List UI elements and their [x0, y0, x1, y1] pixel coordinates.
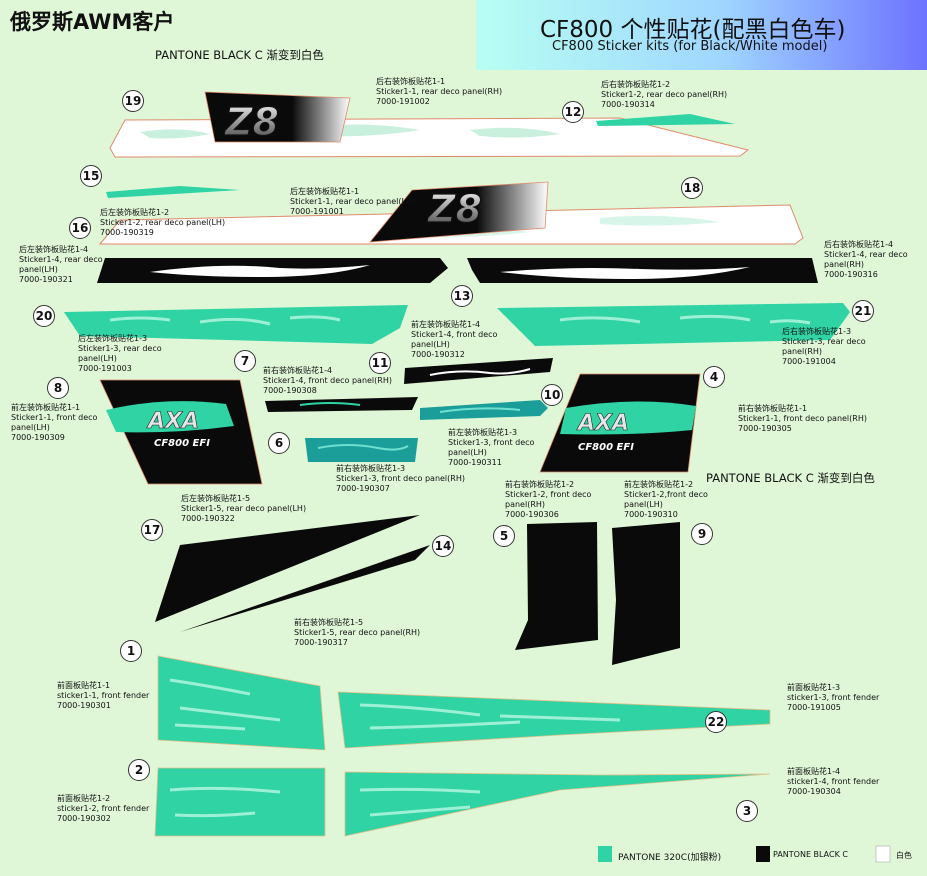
part-number-17: 17: [141, 519, 163, 541]
sticker-14: [180, 545, 430, 632]
part-number-13: 13: [451, 285, 473, 307]
label-fender-1-4: 前面板贴花1-4 sticker1-4, front fender 7000-1…: [787, 767, 880, 796]
sticker-22: [337, 691, 771, 749]
model-logo-right: CF800 EFI: [578, 442, 634, 453]
legend-swatch-white: [875, 845, 891, 863]
label-rear-rh-1-4: 后右装饰板贴花1-4 Sticker1-4, rear deco panel(R…: [824, 240, 908, 279]
part-number-21: 21: [852, 300, 874, 322]
sticker-15: [106, 186, 240, 198]
sticker-2: [154, 767, 326, 837]
sticker-5: [515, 522, 598, 650]
sticker-21: [497, 303, 850, 346]
label-front-lh-1-1: 前左装饰板贴花1-1 Sticker1-1, front deco panel(…: [11, 403, 98, 442]
legend-label-teal: PANTONE 320C(加银粉): [618, 853, 722, 863]
part-number-20: 20: [33, 305, 55, 327]
part-number-22: 22: [705, 711, 727, 733]
axa-logo-right: AXA: [576, 411, 629, 436]
label-rear-rh-1-5: 前右装饰板贴花1-5 Sticker1-5, rear deco panel(R…: [294, 618, 421, 647]
label-front-rh-1-3: 前右装饰板贴花1-3 Sticker1-3, front deco panel(…: [336, 464, 465, 493]
sticker-9: [612, 522, 680, 665]
sticker-3: [344, 771, 771, 837]
gradient-note-right: PANTONE BLACK C 渐变到白色: [706, 471, 875, 485]
axa-logo-left: AXA: [146, 409, 199, 434]
sticker-7: [265, 397, 418, 412]
label-front-lh-1-3: 前左装饰板贴花1-3 Sticker1-3, front deco panel(…: [448, 428, 535, 467]
sticker-18: Z8: [98, 181, 804, 245]
sticker-13-right: [467, 258, 818, 283]
part-number-3: 3: [736, 800, 758, 822]
label-front-lh-1-2: 前左装饰板贴花1-2 Sticker1-2,front deco panel(L…: [624, 480, 708, 519]
label-rear-lh-1-1: 后左装饰板贴花1-1 Sticker1-1, rear deco panel(L…: [290, 187, 416, 216]
label-fender-1-2: 前面板贴花1-2 sticker1-2, front fender 7000-1…: [57, 794, 150, 823]
label-rear-lh-1-5: 后左装饰板贴花1-5 Sticker1-5, rear deco panel(L…: [181, 494, 307, 523]
label-front-rh-1-4: 前右装饰板贴花1-4 Sticker1-4, front deco panel(…: [263, 366, 392, 395]
part-number-1: 1: [120, 640, 142, 662]
sticker-1: [157, 655, 326, 751]
part-number-6: 6: [268, 432, 290, 454]
part-number-15: 15: [80, 165, 102, 187]
sticker-19: Z8: [109, 91, 750, 158]
z8-logo-mid: Z8: [427, 187, 482, 231]
label-rear-lh-1-4: 后左装饰板贴花1-4 Sticker1-4, rear deco panel(L…: [19, 245, 103, 284]
part-number-16: 16: [69, 217, 91, 239]
label-rear-lh-1-2: 后左装饰板贴花1-2 Sticker1-2, rear deco panel(L…: [100, 208, 226, 237]
page-subtitle: CF800 Sticker kits (for Black/White mode…: [552, 39, 828, 54]
label-front-lh-1-4: 前左装饰板贴花1-4 Sticker1-4, front deco panel(…: [411, 320, 498, 359]
part-number-18: 18: [681, 177, 703, 199]
label-rear-lh-1-3: 后左装饰板贴花1-3 Sticker1-3, rear deco panel(L…: [78, 334, 162, 373]
part-number-2: 2: [128, 759, 150, 781]
legend-label-white: 白色: [896, 851, 912, 860]
part-number-14: 14: [432, 535, 454, 557]
sticker-13-left: [97, 258, 448, 283]
label-front-rh-1-1: 前右装饰板贴花1-1 Sticker1-1, front deco panel(…: [738, 404, 867, 433]
header-gradient-band: [476, 0, 927, 70]
part-number-8: 8: [47, 377, 69, 399]
page-title: CF800 个性贴花(配黑白色车): [540, 17, 846, 43]
sticker-10: [420, 400, 548, 420]
z8-logo-top: Z8: [224, 100, 279, 144]
legend-label-black: PANTONE BLACK C: [773, 850, 848, 859]
sticker-17: [155, 515, 420, 622]
legend-swatch-teal: [598, 846, 612, 862]
part-number-7: 7: [234, 350, 256, 372]
sticker-6: [305, 438, 418, 462]
sticker-4: AXA CF800 EFI: [539, 373, 701, 473]
label-fender-1-1: 前面板贴花1-1 sticker1-1, front fender 7000-1…: [57, 681, 150, 710]
label-fender-1-3: 前面板贴花1-3 sticker1-3, front fender 7000-1…: [787, 683, 880, 712]
sticker-20: [64, 305, 408, 344]
legend-swatch-black: [756, 846, 770, 862]
label-rear-rh-1-1: 后右装饰板贴花1-1 Sticker1-1, rear deco panel(R…: [376, 77, 503, 106]
part-number-12: 12: [562, 101, 584, 123]
customer-title: 俄罗斯AWM客户: [10, 10, 175, 34]
model-logo-left: CF800 EFI: [154, 438, 210, 449]
part-number-9: 9: [691, 523, 713, 545]
part-number-11: 11: [369, 352, 391, 374]
part-number-5: 5: [493, 525, 515, 547]
label-rear-rh-1-3: 后右装饰板贴花1-3 Sticker1-3, rear deco panel(R…: [782, 327, 866, 366]
gradient-note-top: PANTONE BLACK C 渐变到白色: [155, 48, 324, 62]
sticker-8: AXA CF800 EFI: [99, 379, 263, 485]
sticker-11: [404, 358, 553, 384]
label-rear-rh-1-2: 后右装饰板贴花1-2 Sticker1-2, rear deco panel(R…: [601, 80, 728, 109]
part-number-4: 4: [703, 366, 725, 388]
sticker-12: [596, 114, 735, 126]
label-front-rh-1-2: 前右装饰板贴花1-2 Sticker1-2, front deco panel(…: [505, 480, 592, 519]
part-number-19: 19: [122, 90, 144, 112]
part-number-10: 10: [541, 384, 563, 406]
